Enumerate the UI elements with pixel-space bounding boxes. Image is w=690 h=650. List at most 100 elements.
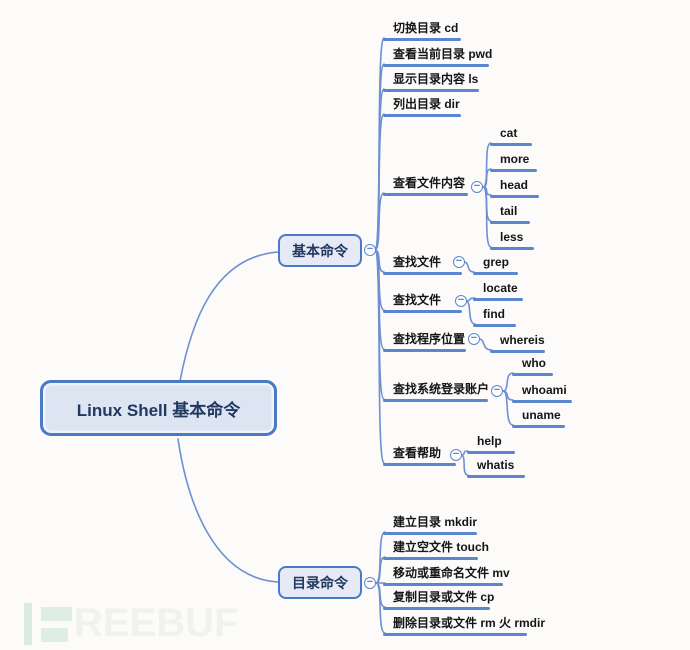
topic-more[interactable]: more (490, 153, 537, 172)
topic-cat[interactable]: cat (490, 127, 532, 146)
root-topic[interactable]: Linux Shell 基本命令 (40, 380, 277, 436)
topic-rm-rmdir[interactable]: 删除目录或文件 rm 火 rmdir (383, 616, 546, 636)
topic-label: help (477, 434, 502, 448)
topic-underline (490, 247, 534, 250)
topic-label: 删除目录或文件 rm 火 rmdir (393, 616, 546, 630)
topic-whoami[interactable]: whoami (512, 384, 572, 403)
topic-underline (473, 298, 523, 301)
link-basic-help (374, 249, 385, 464)
topic-label: 查找文件 (393, 255, 442, 269)
collapse-icon-dir[interactable]: − (364, 577, 376, 589)
topic-view-help[interactable]: 查看帮助 (383, 447, 456, 466)
topic-underline (383, 64, 489, 67)
topic-find[interactable]: find (473, 308, 516, 327)
topic-cp[interactable]: 复制目录或文件 cp (383, 591, 494, 610)
topic-label: tail (500, 204, 518, 218)
topic-label: whereis (500, 333, 545, 347)
topic-underline (383, 463, 456, 466)
topic-pwd[interactable]: 查看当前目录 pwd (383, 47, 493, 67)
topic-label: 显示目录内容 ls (393, 72, 479, 86)
topic-label: 查找系统登录账户 (393, 382, 490, 396)
topic-dir[interactable]: 列出目录 dir (383, 98, 461, 117)
branch-basic-commands[interactable]: 基本命令 (278, 234, 362, 267)
topic-label: whoami (522, 383, 567, 397)
topic-underline (490, 169, 537, 172)
topic-tail[interactable]: tail (490, 205, 530, 224)
topic-find-login-account[interactable]: 查找系统登录账户 (383, 382, 490, 402)
topic-underline (490, 195, 539, 198)
topic-underline (473, 324, 516, 327)
watermark-text: REEBUF (74, 601, 239, 645)
topic-underline (467, 475, 525, 478)
topic-label: more (500, 152, 530, 166)
topic-view-file-content[interactable]: 查看文件内容 (383, 177, 468, 196)
topic-underline (383, 272, 462, 275)
topic-underline (490, 143, 532, 146)
topic-label: 查看帮助 (393, 446, 442, 460)
topic-label: 建立目录 mkdir (393, 515, 478, 529)
topic-find-program-location[interactable]: 查找程序位置 (383, 333, 466, 352)
topic-label: who (522, 356, 546, 370)
topic-underline (383, 114, 461, 117)
topic-underline (383, 349, 466, 352)
topic-underline (383, 399, 488, 402)
topic-underline (473, 272, 518, 275)
topic-label: 查找文件 (393, 293, 442, 307)
topic-underline (383, 557, 478, 560)
topic-head[interactable]: head (490, 179, 539, 198)
branch-directory-commands[interactable]: 目录命令 (278, 566, 362, 599)
topic-label: cat (500, 126, 518, 140)
topic-cd[interactable]: 切换目录 cd (383, 22, 461, 41)
topic-underline (383, 532, 477, 535)
topic-underline (383, 583, 503, 586)
topic-label: 切换目录 cd (393, 21, 459, 35)
collapse-icon-viewfile[interactable]: − (471, 181, 483, 193)
topic-who[interactable]: who (512, 357, 553, 376)
topic-less[interactable]: less (490, 231, 534, 250)
topic-locate[interactable]: locate (473, 282, 523, 301)
topic-mv[interactable]: 移动或重命名文件 mv (383, 566, 510, 586)
topic-find-file-2[interactable]: 查找文件 (383, 294, 462, 313)
freebuf-logo-icon (41, 607, 72, 621)
topic-underline (512, 400, 572, 403)
collapse-icon-basic[interactable]: − (364, 244, 376, 256)
topic-underline (383, 607, 490, 610)
topic-grep[interactable]: grep (473, 256, 518, 275)
topic-whatis[interactable]: whatis (467, 459, 525, 478)
topic-underline (512, 425, 565, 428)
topic-label: 查看文件内容 (393, 176, 466, 190)
collapse-icon-findloc[interactable]: − (468, 333, 480, 345)
topic-label: head (500, 178, 529, 192)
topic-label: 移动或重命名文件 mv (393, 566, 510, 580)
topic-mkdir[interactable]: 建立目录 mkdir (383, 516, 477, 535)
topic-ls[interactable]: 显示目录内容 ls (383, 73, 479, 92)
topic-label: less (500, 230, 524, 244)
topic-underline (383, 310, 462, 313)
topic-find-file-1[interactable]: 查找文件 (383, 256, 462, 275)
topic-underline (512, 373, 553, 376)
link-basic-viewfile (374, 192, 385, 251)
topic-label: 列出目录 dir (393, 97, 460, 111)
topic-label: 查找程序位置 (393, 332, 466, 346)
collapse-icon-find1[interactable]: − (453, 256, 465, 268)
topic-label: uname (522, 408, 561, 422)
collapse-icon-account[interactable]: − (491, 385, 503, 397)
collapse-icon-help[interactable]: − (450, 449, 462, 461)
topic-underline (490, 221, 530, 224)
topic-help[interactable]: help (467, 435, 515, 454)
topic-label: grep (483, 255, 510, 269)
collapse-icon-find2[interactable]: − (455, 295, 467, 307)
topic-label: 查看当前目录 pwd (393, 47, 493, 61)
topic-uname[interactable]: uname (512, 409, 565, 428)
topic-underline (383, 38, 461, 41)
topic-label: 建立空文件 touch (393, 540, 489, 554)
topic-underline (383, 89, 479, 92)
link-root-basic (179, 251, 279, 382)
topic-underline (383, 193, 468, 196)
topic-underline (490, 350, 545, 353)
topic-label: locate (483, 281, 518, 295)
topic-touch[interactable]: 建立空文件 touch (383, 540, 489, 560)
topic-whereis[interactable]: whereis (490, 334, 545, 353)
